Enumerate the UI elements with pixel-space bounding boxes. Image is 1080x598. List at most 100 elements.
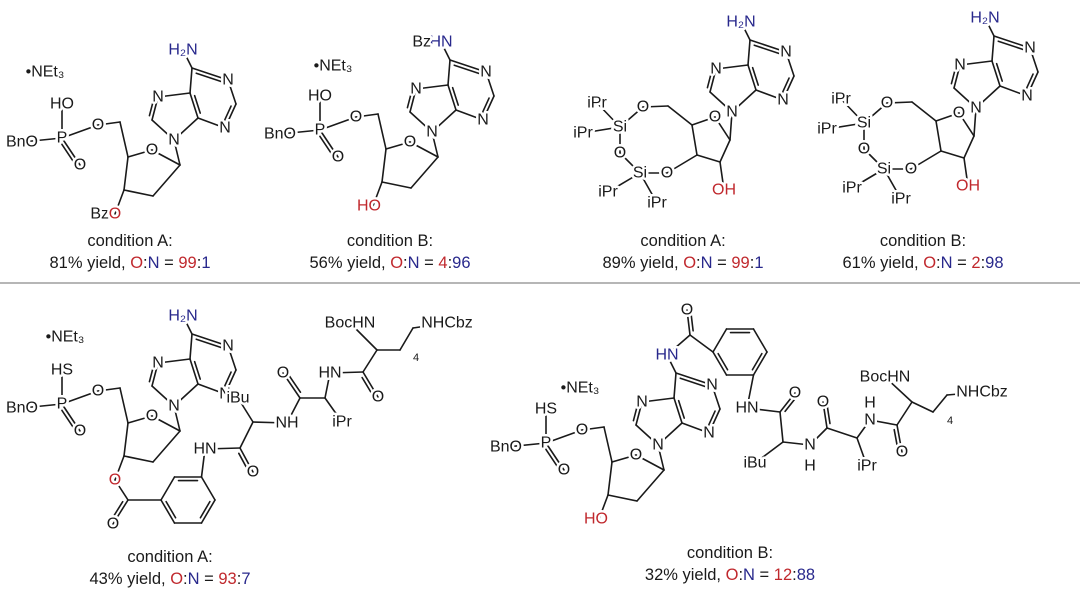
bond — [953, 87, 977, 109]
atom-label: Bz — [90, 206, 109, 223]
bond — [286, 397, 301, 424]
caption-top-3: condition A: 89% yield, O:N = 99:1 — [602, 232, 763, 272]
bond — [719, 161, 725, 191]
bond — [641, 397, 675, 403]
atom-label: N — [804, 437, 816, 454]
bond — [666, 334, 691, 356]
bond — [148, 364, 155, 383]
bond — [381, 181, 412, 189]
caption-top-4: condition B: 61% yield, O:N = 2:98 — [842, 232, 1003, 272]
atom-label: iPr — [573, 125, 593, 142]
bond — [151, 119, 175, 141]
bond — [963, 157, 969, 187]
bond — [324, 372, 331, 399]
bond — [157, 358, 191, 364]
atom-label: N — [1021, 88, 1033, 105]
atom-label: iPr — [647, 195, 667, 212]
bond — [840, 98, 865, 124]
atom-label: O — [896, 444, 908, 461]
bond — [482, 95, 495, 121]
bond — [746, 374, 755, 409]
bond — [111, 500, 124, 520]
bond — [199, 500, 211, 519]
atom-label: NHCbz — [956, 384, 1008, 401]
bond — [160, 499, 176, 524]
bond — [453, 64, 481, 75]
atom-label: N — [152, 355, 164, 372]
bond — [112, 499, 129, 525]
caption-result: 81% yield, O:N = 99:1 — [49, 254, 210, 272]
bond — [826, 404, 831, 425]
bond — [581, 426, 605, 431]
bond — [152, 164, 181, 197]
caption-condition: condition A: — [87, 232, 172, 250]
bond — [189, 67, 193, 94]
bond — [200, 499, 216, 524]
bond — [409, 111, 433, 133]
bond — [706, 410, 716, 429]
bond — [596, 102, 621, 128]
atom-label: HO — [357, 198, 381, 215]
bond — [715, 64, 749, 70]
atom-label: O — [881, 95, 893, 112]
bond — [485, 71, 495, 97]
bond — [784, 397, 797, 413]
bond — [318, 135, 334, 156]
bond — [151, 385, 175, 407]
atom-label: O — [372, 389, 384, 406]
bond — [61, 390, 99, 405]
bond — [740, 21, 751, 41]
atom-label: OH — [956, 178, 980, 195]
bond — [666, 354, 677, 374]
atom-label: N — [480, 64, 492, 81]
bond — [151, 96, 159, 121]
bond — [935, 112, 960, 122]
atom-label: iPr — [598, 184, 618, 201]
caption-condition: condition B: — [687, 544, 773, 562]
bond — [377, 113, 387, 150]
atom-label: N — [864, 412, 876, 429]
atom-label: 4 — [947, 415, 953, 427]
bond — [227, 345, 237, 371]
bond — [319, 129, 339, 158]
atom-label: O — [332, 149, 344, 166]
bond — [123, 455, 154, 463]
bond — [696, 154, 721, 163]
bond — [975, 85, 1001, 109]
bond — [182, 49, 193, 69]
bond — [237, 397, 254, 423]
atom-label: HN — [735, 400, 758, 417]
bond — [319, 116, 357, 131]
bond — [863, 102, 888, 124]
bond — [399, 327, 414, 351]
bond — [851, 168, 885, 189]
bond — [675, 372, 713, 386]
bond — [505, 442, 547, 448]
bond — [946, 391, 983, 396]
caption-top-2: condition B: 56% yield, O:N = 4:96 — [309, 232, 470, 272]
bond — [195, 72, 223, 83]
bond — [746, 407, 781, 413]
bond — [826, 427, 858, 439]
bond — [224, 369, 237, 395]
atom-label: O — [953, 105, 965, 122]
bond — [282, 372, 301, 399]
bond — [545, 442, 565, 471]
bond — [173, 139, 181, 166]
atom-label: N — [222, 338, 234, 355]
caption-condition: condition B: — [347, 232, 433, 250]
bond — [911, 101, 937, 122]
bond — [755, 89, 784, 101]
atom-label: BnO — [490, 439, 522, 456]
atom-label: N — [410, 81, 422, 98]
bond — [114, 479, 129, 501]
bond — [114, 189, 125, 215]
bond — [973, 107, 977, 137]
bond — [182, 315, 193, 335]
bond — [997, 40, 1025, 51]
bond — [227, 79, 237, 105]
bond — [406, 90, 413, 109]
